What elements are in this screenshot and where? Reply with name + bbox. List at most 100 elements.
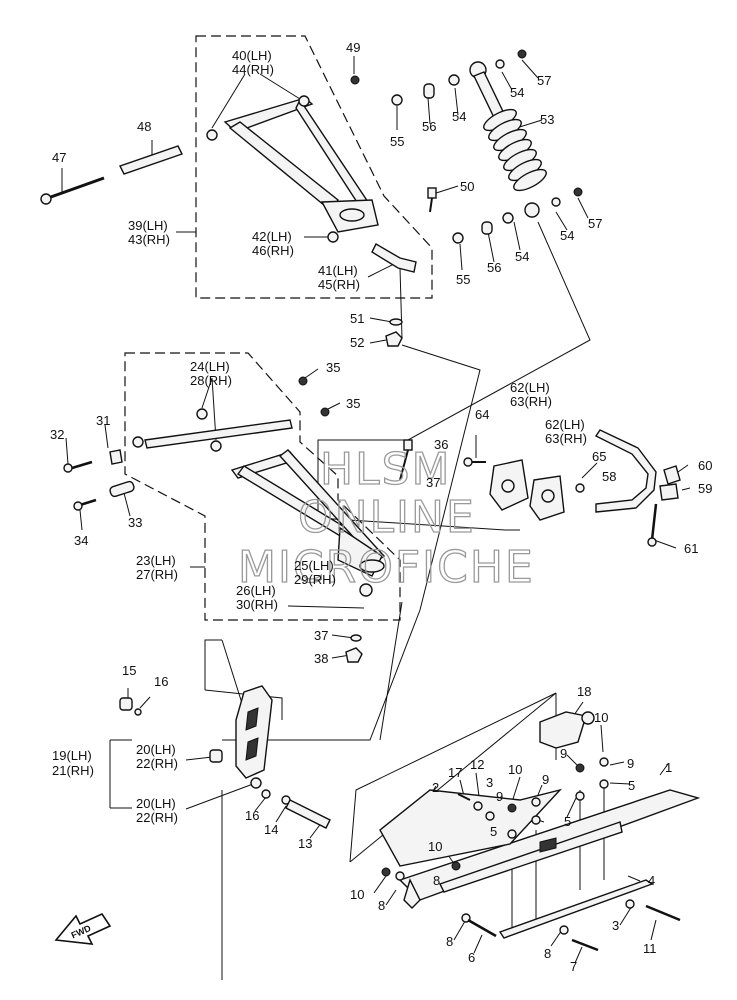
watermark-line-2: ONLINE (298, 492, 476, 543)
callout-label: 55 (390, 134, 404, 149)
callout-label: 43(RH) (128, 232, 170, 247)
watermark-line-3: MICROFICHE (238, 542, 535, 593)
callout-label: 11 (643, 941, 657, 956)
callout-label: 39(LH) (128, 218, 168, 233)
callout-label: 45(RH) (318, 277, 360, 292)
callout-label: 25(LH) (294, 558, 334, 573)
callout-label: 29(RH) (294, 572, 336, 587)
lower-bolts (63, 460, 97, 511)
upper-long-bolt (40, 176, 105, 205)
stabilizer-bar (594, 429, 681, 547)
callout-label: 35 (346, 396, 360, 411)
ski (379, 788, 701, 939)
callout-label: 61 (684, 541, 698, 556)
lower-arm-group-box (124, 352, 401, 621)
callout-label: 48 (137, 119, 151, 134)
washer-nut-51-52 (385, 318, 403, 347)
callout-label: 54 (515, 249, 529, 264)
callout-label: 23(LH) (136, 553, 176, 568)
ski-spindle (235, 685, 273, 779)
callout-label: 32 (50, 427, 64, 442)
callout-label: 57 (588, 216, 602, 231)
callout-label: 22(RH) (136, 810, 178, 825)
ski-hardware (381, 757, 681, 952)
callout-label: 5 (564, 814, 571, 829)
callout-label: 27(RH) (136, 567, 178, 582)
bolt-50 (427, 187, 437, 213)
callout-label: 19(LH) (52, 748, 92, 763)
shock-spring (483, 108, 547, 192)
callout-label: 3 (612, 918, 619, 933)
callout-label: 54 (560, 228, 574, 243)
callout-label: 63(RH) (510, 394, 552, 409)
callout-label: 9 (560, 746, 567, 761)
callout-label: 51 (350, 311, 364, 326)
callout-label: 8 (446, 934, 453, 949)
callout-label: 35 (326, 360, 340, 375)
callout-label: 21(RH) (52, 763, 94, 778)
callout-label: 40(LH) (232, 48, 272, 63)
callout-label: 8 (378, 898, 385, 913)
callout-label: 55 (456, 272, 470, 287)
lower-a-arm (230, 449, 386, 577)
callout-label: 54 (452, 109, 466, 124)
callout-label: 30(RH) (236, 597, 278, 612)
upper-bushings (206, 75, 360, 141)
callout-label: 31 (96, 413, 110, 428)
callout-label: 5 (628, 778, 635, 793)
lower-ball-joint (345, 583, 373, 663)
callout-label: 41(LH) (318, 263, 358, 278)
callout-label: 38 (314, 651, 328, 666)
callout-label: 57 (537, 73, 551, 88)
shock-absorber (469, 61, 547, 218)
callout-label: 34 (74, 533, 88, 548)
callout-label: 60 (698, 458, 712, 473)
callout-label: 58 (602, 469, 616, 484)
callout-label: 52 (350, 335, 364, 350)
callout-label: 13 (298, 836, 312, 851)
callout-label: 7 (570, 959, 577, 974)
callout-label: 10 (428, 839, 442, 854)
callout-label: 36 (434, 437, 448, 452)
callout-label: 22(RH) (136, 756, 178, 771)
callout-label: 24(LH) (190, 359, 230, 374)
bolt-36 (399, 439, 413, 481)
callout-label: 37 (314, 628, 328, 643)
callout-label: 6 (468, 950, 475, 965)
callout-label: 49 (346, 40, 360, 55)
callout-label: 10 (594, 710, 608, 725)
callout-label: 28(RH) (190, 373, 232, 388)
callout-label: 16 (154, 674, 168, 689)
ski-bumper (539, 711, 595, 749)
callout-label: 1 (665, 760, 672, 775)
callout-label: 63(RH) (545, 431, 587, 446)
callout-label: 9 (496, 789, 503, 804)
fwd-arrow-icon: FWD (54, 912, 112, 945)
callout-label: 53 (540, 112, 554, 127)
leader-lines (61, 56, 691, 980)
callout-label: 20(LH) (136, 742, 176, 757)
upper-pivot-shaft (119, 145, 183, 175)
lower-bushings (109, 376, 330, 498)
callout-label: 37 (426, 475, 440, 490)
callout-label: 50 (460, 179, 474, 194)
ball-joint-upper (327, 231, 417, 273)
upper-a-arm (223, 97, 379, 233)
callout-label: 15 (122, 663, 136, 678)
callout-label: 33 (128, 515, 142, 530)
callout-label: 8 (544, 946, 551, 961)
callout-label: 10 (350, 887, 364, 902)
callout-label: 44(RH) (232, 62, 274, 77)
callout-label: 46(RH) (252, 243, 294, 258)
callout-label: 20(LH) (136, 796, 176, 811)
callout-label: 54 (510, 85, 524, 100)
callout-label: 8 (433, 873, 440, 888)
callout-label: 17 (448, 765, 462, 780)
callout-labels: 49 40(LH) 44(RH) 48 47 39(LH) 43(RH) 42(… (50, 40, 712, 974)
shock-hardware (391, 49, 583, 244)
callout-label: 47 (52, 150, 66, 165)
stabilizer-brackets (463, 457, 585, 521)
callout-label: 9 (627, 756, 634, 771)
